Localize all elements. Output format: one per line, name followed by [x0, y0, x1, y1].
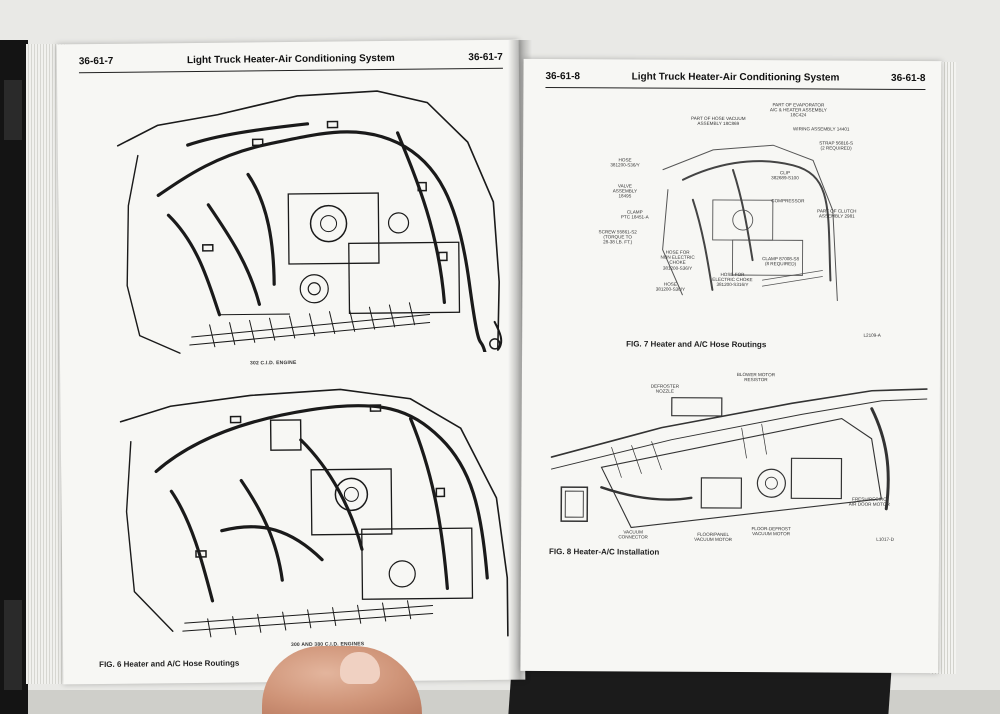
- fig7-callout: HOSE 381200-S36/Y: [610, 157, 640, 168]
- holding-thumb: [262, 646, 422, 714]
- fig7-callout: PART OF EVAPORATOR A/C & HEATER ASSEMBLY…: [769, 102, 827, 118]
- fig7-callout: HOSE FOR NON ELECTRIC CHOKE 381200-S36/Y: [660, 249, 695, 271]
- fig7-callout: CLAMP 87008-S8 (8 REQUIRED): [762, 256, 800, 267]
- right-page: 36-61-8 Light Truck Heater-Air Condition…: [520, 58, 942, 674]
- fig7-callout: STRAP 56816-S (2 REQUIRED): [819, 140, 854, 151]
- fig7-illustration: [642, 130, 843, 311]
- running-title: Light Truck Heater-Air Conditioning Syst…: [186, 52, 395, 67]
- figure-a-label: 302 C.I.D. ENGINE: [249, 359, 297, 367]
- fig7-callout: CLIP 382689-S100: [771, 170, 799, 181]
- cover-stripe: [4, 80, 22, 140]
- page-number: 36-61-8: [891, 72, 926, 85]
- fig7-callout: PART OF HOSE VACUUM ASSEMBLY 18C869: [691, 115, 746, 127]
- page-number: 36-61-7: [468, 51, 503, 64]
- fig8-code: L1017-D: [876, 536, 894, 542]
- running-title: Light Truck Heater-Air Conditioning Syst…: [631, 71, 840, 84]
- book-cover-left: [0, 40, 28, 714]
- fig8-callout: BLOWER MOTOR RESISTOR: [736, 372, 776, 383]
- right-page-header: 36-61-8 Light Truck Heater-Air Condition…: [545, 67, 926, 91]
- fig7-caption: FIG. 7 Heater and A/C Hose Routings: [626, 339, 767, 350]
- fig8-callout: DEFROSTER NOZZLE: [650, 383, 680, 394]
- fig8-callout: FLOOR-DEFROST VACUUM MOTOR: [751, 526, 791, 537]
- fig7-callout: COMPRESSOR: [771, 198, 805, 204]
- fig7-callout: SCREW 55861-S2 (TORQUE TO 28-38 LB. FT.): [598, 229, 637, 245]
- left-page: 36-61-7 Light Truck Heater-Air Condition…: [56, 39, 526, 685]
- fig7-callout: HOSE FOR ELECTRIC CHOKE 381200-S316/Y: [712, 271, 753, 288]
- engine-302-illustration: [97, 82, 510, 356]
- fig7-callout: WIRING ASSEMBLY 14401: [792, 126, 850, 132]
- fig7-callout: PART OF CLUTCH ASSEMBLY 2981: [817, 208, 857, 219]
- fig6-caption: FIG. 6 Heater and A/C Hose Routings: [99, 658, 240, 670]
- thumbnail-nail: [340, 652, 380, 684]
- left-page-header: 36-61-7 Light Truck Heater-Air Condition…: [78, 47, 503, 74]
- fig8-callout: FLOOR/PANEL VACUUM MOTOR: [694, 531, 733, 543]
- fig8-callout: FRESH/RECIRC AIR DOOR MOTOR: [848, 496, 890, 508]
- fig7-callout: HOSE 381200-S30/Y: [655, 281, 686, 292]
- fig7-callout: VALVE ASSEMBLY 18495: [612, 183, 638, 199]
- fig7-callout: CLAMP PTC 18451-A: [620, 209, 649, 220]
- fig8-illustration: [541, 377, 932, 549]
- book-cover-bottom: [508, 668, 892, 714]
- fig8-caption: FIG. 8 Heater-A/C Installation: [549, 547, 660, 557]
- fig8-callout: VACUUM CONNECTOR: [618, 529, 648, 540]
- engine-300-380-illustration: [110, 378, 513, 642]
- cover-stripe: [4, 600, 22, 690]
- fig7-code: L2109-A: [863, 332, 881, 338]
